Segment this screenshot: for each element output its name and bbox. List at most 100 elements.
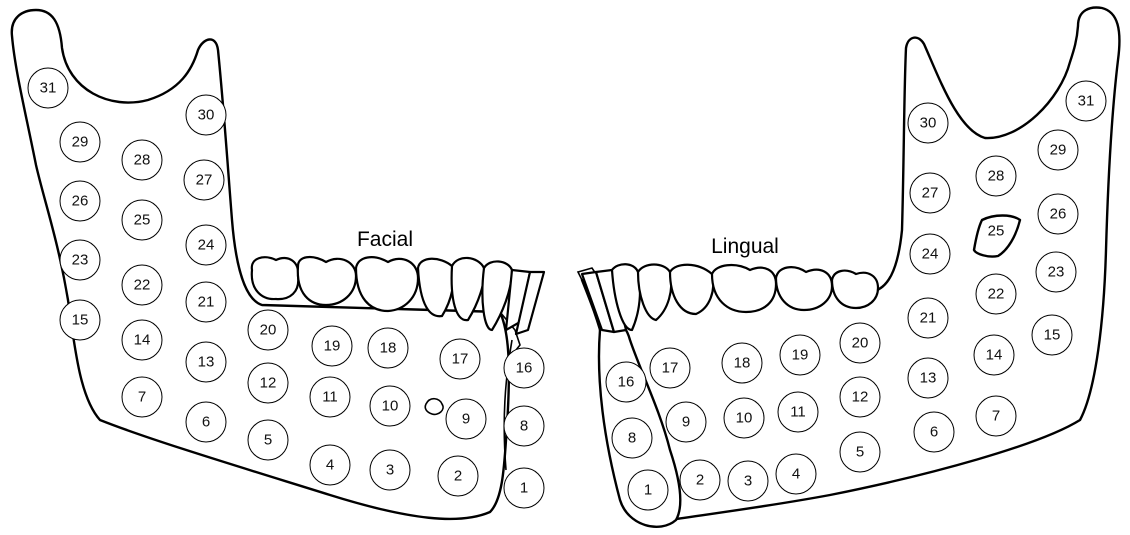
facial-molar-1: [356, 257, 418, 311]
lingual-site-15: 15: [1032, 315, 1072, 355]
lingual-site-4: 4: [776, 454, 816, 494]
facial-site-30: 30: [186, 95, 226, 135]
lingual-site-number: 5: [856, 444, 864, 461]
lingual-site-5: 5: [840, 432, 880, 472]
facial-site-number: 6: [202, 414, 210, 431]
lingual-site-3: 3: [728, 461, 768, 501]
facial-site-number: 9: [462, 411, 470, 428]
lingual-site-number: 2: [696, 472, 704, 489]
lingual-site-16: 16: [606, 362, 646, 402]
lingual-site-number: 22: [988, 286, 1005, 303]
facial-site-number: 13: [198, 354, 215, 371]
lingual-site-18: 18: [722, 343, 762, 383]
facial-site-number: 16: [516, 360, 533, 377]
lingual-site-number: 7: [992, 408, 1000, 425]
lingual-label: Lingual: [711, 235, 779, 258]
facial-site-18: 18: [368, 328, 408, 368]
lingual-site-number: 14: [986, 347, 1003, 364]
facial-site-number: 10: [382, 398, 399, 415]
lingual-site-23: 23: [1036, 252, 1076, 292]
facial-site-20: 20: [248, 310, 288, 350]
lingual-site-10: 10: [724, 398, 764, 438]
facial-site-26: 26: [60, 181, 100, 221]
facial-label: Facial: [357, 228, 413, 251]
lingual-site-number: 30: [920, 115, 937, 132]
facial-site-29: 29: [60, 122, 100, 162]
facial-site-number: 5: [264, 432, 272, 449]
facial-site-12: 12: [248, 363, 288, 403]
lingual-site-19: 19: [780, 335, 820, 375]
lingual-site-30: 30: [908, 103, 948, 143]
facial-site-number: 28: [134, 152, 151, 169]
lingual-site-number: 17: [662, 360, 679, 377]
lingual-site-number: 9: [682, 414, 690, 431]
facial-site-number: 4: [326, 457, 334, 474]
lingual-site-26: 26: [1038, 194, 1078, 234]
lingual-molar-3: [832, 271, 878, 308]
lingual-site-13: 13: [908, 358, 948, 398]
facial-site-14: 14: [122, 320, 162, 360]
facial-site-27: 27: [184, 160, 224, 200]
facial-site-11: 11: [310, 377, 350, 417]
lingual-site-number: 28: [988, 168, 1005, 185]
lingual-site-28: 28: [976, 156, 1016, 196]
facial-site-number: 23: [72, 252, 89, 269]
lingual-site-number: 4: [792, 466, 800, 483]
facial-site-17: 17: [440, 339, 480, 379]
facial-site-5: 5: [248, 420, 288, 460]
lingual-site-number: 29: [1050, 142, 1067, 159]
facial-site-number: 17: [452, 351, 469, 368]
lingual-site-12: 12: [840, 377, 880, 417]
facial-site-3: 3: [370, 450, 410, 490]
lingual-site-number: 31: [1078, 93, 1095, 110]
facial-site-number: 24: [198, 237, 215, 254]
lingual-site-31: 31: [1066, 81, 1106, 121]
facial-site-22: 22: [122, 265, 162, 305]
facial-site-number: 15: [72, 312, 89, 329]
facial-molar-3: [252, 257, 298, 299]
lingual-site-number: 16: [618, 374, 635, 391]
lingual-site-number: 25: [988, 223, 1005, 240]
facial-site-number: 31: [40, 80, 57, 97]
lingual-site-number: 19: [792, 347, 809, 364]
facial-site-number: 1: [520, 480, 528, 497]
lingual-site-number: 11: [790, 404, 806, 421]
facial-site-10: 10: [370, 386, 410, 426]
lingual-site-number: 1: [644, 482, 652, 499]
facial-site-number: 22: [134, 277, 151, 294]
facial-site-number: 2: [454, 468, 462, 485]
facial-site-16: 16: [504, 348, 544, 388]
facial-site-21: 21: [186, 282, 226, 322]
lingual-site-number: 23: [1048, 264, 1065, 281]
facial-site-number: 26: [72, 193, 89, 210]
facial-site-number: 14: [134, 332, 151, 349]
lingual-site-number: 24: [922, 246, 939, 263]
facial-site-6: 6: [186, 402, 226, 442]
facial-site-9: 9: [446, 399, 486, 439]
facial-site-4: 4: [310, 445, 350, 485]
lingual-site-25: 25: [988, 223, 1005, 240]
facial-site-number: 20: [260, 322, 277, 339]
lingual-site-22: 22: [976, 274, 1016, 314]
facial-site-23: 23: [60, 240, 100, 280]
facial-site-number: 7: [138, 389, 146, 406]
lingual-site-number: 21: [920, 310, 937, 327]
facial-site-number: 3: [386, 462, 394, 479]
facial-site-number: 30: [198, 107, 215, 124]
lingual-site-17: 17: [650, 348, 690, 388]
facial-site-number: 27: [196, 172, 213, 189]
facial-site-number: 21: [198, 294, 215, 311]
facial-premolar-2: [418, 259, 454, 316]
facial-site-number: 12: [260, 375, 277, 392]
facial-site-19: 19: [312, 326, 352, 366]
lingual-site-11: 11: [778, 392, 818, 432]
lingual-site-7: 7: [976, 396, 1016, 436]
lingual-site-1: 1: [628, 470, 668, 510]
lingual-site-14: 14: [974, 335, 1014, 375]
lingual-site-number: 26: [1050, 206, 1067, 223]
lingual-site-6: 6: [914, 412, 954, 452]
lingual-site-number: 6: [930, 424, 938, 441]
